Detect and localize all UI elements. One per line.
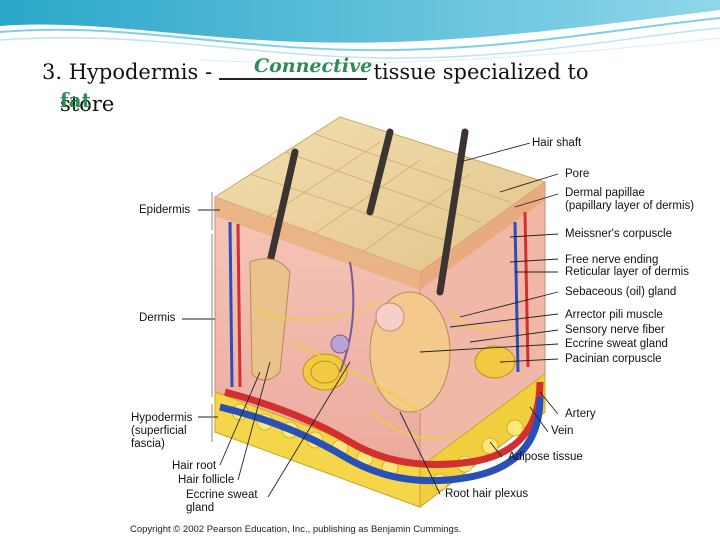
heading-prefix: 3. Hypodermis - (42, 60, 219, 84)
label-eccrine-sweat-left-2: gland (186, 502, 214, 515)
label-adipose-tissue: Adipose tissue (508, 451, 583, 464)
label-eccrine-sweat-left-1: Eccrine sweat (186, 489, 258, 502)
label-superficial: (superficial (131, 425, 187, 438)
label-root-hair-plexus: Root hair plexus (445, 488, 528, 501)
label-meissner-corpuscle: Meissner's corpuscle (565, 228, 672, 241)
label-sensory-nerve: Sensory nerve fiber (565, 324, 665, 337)
label-reticular-layer: Reticular layer of dermis (565, 266, 689, 279)
label-arrector-pili: Arrector pili muscle (565, 309, 663, 322)
heading-suffix: tissue specialized to (373, 60, 588, 84)
label-hypodermis: Hypodermis (131, 412, 192, 425)
blank-answer-connective: Connective (254, 55, 372, 77)
label-dermis: Dermis (139, 312, 175, 325)
label-fascia: fascia) (131, 438, 165, 451)
label-pore: Pore (565, 168, 589, 181)
label-hair-follicle: Hair follicle (178, 474, 234, 487)
label-vein: Vein (551, 425, 573, 438)
label-hair-root: Hair root (172, 460, 216, 473)
label-pacinian-corpuscle: Pacinian corpuscle (565, 353, 662, 366)
label-eccrine-sweat-gland-right: Eccrine sweat gland (565, 338, 668, 351)
answer-fat: fat (60, 88, 91, 112)
copyright-notice: Copyright © 2002 Pearson Education, Inc.… (130, 524, 461, 535)
label-papillary-layer: (papillary layer of dermis) (565, 200, 694, 213)
label-sebaceous-gland: Sebaceous (oil) gland (565, 286, 676, 299)
label-dermal-papillae: Dermal papillae (565, 187, 645, 200)
label-hair-shaft: Hair shaft (532, 137, 581, 150)
label-artery: Artery (565, 408, 596, 421)
label-epidermis: Epidermis (139, 204, 190, 217)
